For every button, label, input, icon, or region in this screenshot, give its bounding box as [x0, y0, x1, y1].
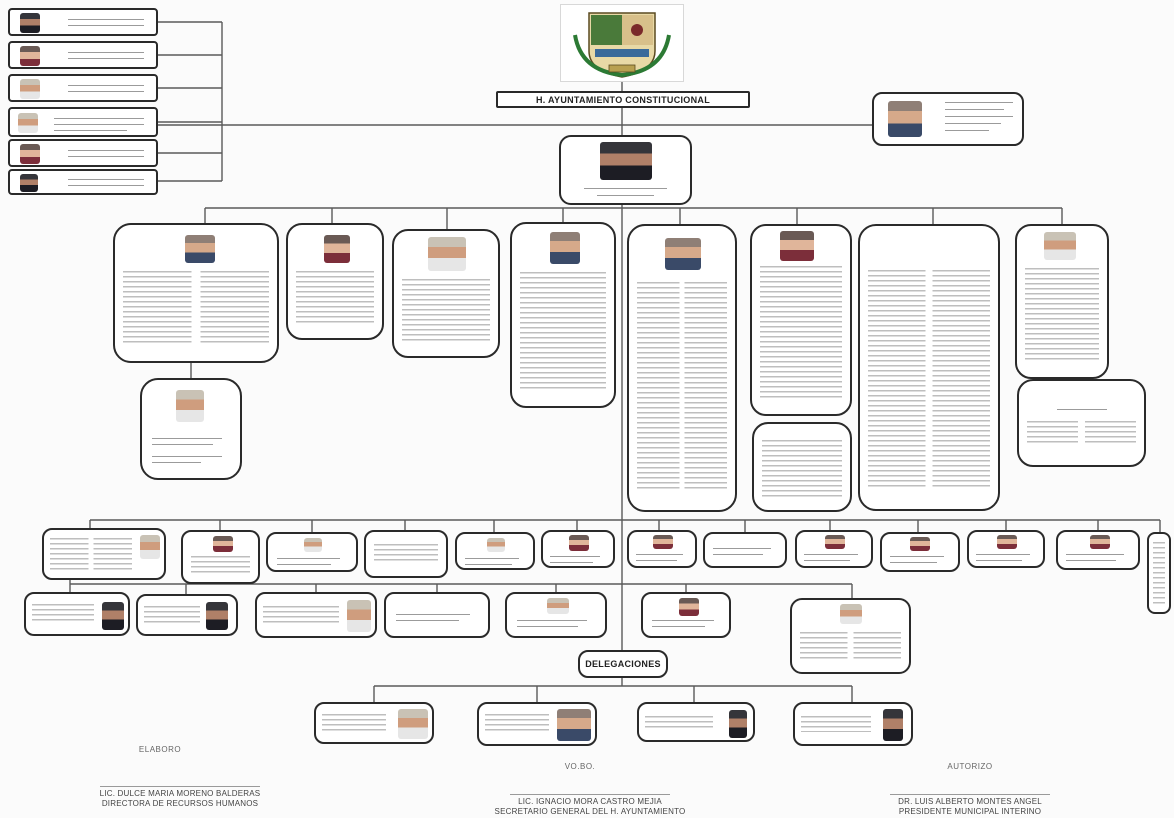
director-photo — [1044, 232, 1076, 260]
unit-photo — [825, 535, 845, 549]
unit-card — [1147, 532, 1171, 614]
unit-photo — [304, 538, 322, 552]
signature-heading: ELABORO — [138, 745, 182, 754]
delegate-photo — [557, 709, 591, 741]
delegate-photo — [729, 710, 747, 738]
director-photo — [324, 235, 350, 263]
unit-card — [1056, 530, 1140, 570]
councillor-photo — [18, 113, 38, 133]
signature-name: DR. LUIS ALBERTO MONTES ANGEL — [898, 797, 1042, 806]
councillor-card — [8, 139, 158, 167]
director-card — [627, 224, 737, 512]
director-card — [858, 224, 1000, 511]
unit-card — [703, 532, 787, 568]
council-title-bar: H. AYUNTAMIENTO CONSTITUCIONAL — [496, 91, 750, 108]
signature-heading: AUTORIZO — [947, 762, 993, 771]
councillor-photo — [20, 13, 40, 33]
subunit-card — [790, 598, 911, 674]
unit-photo — [910, 537, 930, 551]
delegate-photo — [398, 709, 428, 739]
signature-name: LIC. DULCE MARIA MORENO BALDERAS — [99, 789, 261, 798]
director-card — [140, 378, 242, 480]
delegations-bar: DELEGACIONES — [578, 650, 668, 678]
subunit-photo — [679, 598, 699, 616]
delegation-card — [314, 702, 434, 744]
subunit-photo — [840, 604, 862, 624]
unit-card — [42, 528, 166, 580]
director-photo — [665, 238, 701, 270]
director-photo — [428, 237, 466, 271]
signature-role: PRESIDENTE MUNICIPAL INTERINO — [898, 807, 1042, 816]
councillor-photo — [20, 79, 40, 99]
director-photo — [550, 232, 580, 264]
unit-photo — [487, 538, 505, 552]
director-photo — [176, 390, 204, 422]
subunit-photo — [102, 602, 124, 630]
director-card — [750, 224, 852, 416]
delegations-text: DELEGACIONES — [585, 659, 661, 669]
signature-role: DIRECTORA DE RECURSOS HUMANOS — [101, 799, 259, 808]
councillor-photo — [20, 174, 38, 192]
subunit-photo — [547, 598, 569, 614]
unit-card — [795, 530, 873, 568]
unit-photo — [1090, 535, 1110, 549]
subunit-card — [255, 592, 377, 638]
trustee-card — [872, 92, 1024, 146]
subunit-card — [136, 594, 238, 636]
council-title-text: H. AYUNTAMIENTO CONSTITUCIONAL — [535, 95, 710, 105]
coat-of-arms-logo — [560, 4, 684, 82]
director-card — [752, 422, 852, 512]
unit-photo — [140, 535, 160, 559]
director-card — [113, 223, 279, 363]
councillor-card — [8, 41, 158, 69]
director-photo — [185, 235, 215, 263]
subunit-photo — [206, 602, 228, 630]
subunit-card — [24, 592, 130, 636]
shield-emblem-icon — [573, 12, 671, 78]
subunit-photo — [347, 600, 371, 632]
director-photo — [780, 231, 814, 261]
director-card — [1015, 224, 1109, 379]
delegation-card — [793, 702, 913, 746]
mayor-photo — [600, 142, 652, 180]
delegate-photo — [883, 709, 903, 741]
unit-photo — [653, 535, 673, 549]
signature-heading: VO.BO. — [564, 762, 596, 771]
signature-line — [510, 794, 670, 795]
unit-card — [455, 532, 535, 570]
unit-card — [880, 532, 960, 572]
councillor-card — [8, 107, 158, 137]
director-card — [1017, 379, 1146, 467]
unit-card — [266, 532, 358, 572]
delegation-card — [637, 702, 755, 742]
mayor-card — [559, 135, 692, 205]
signature-line — [100, 786, 260, 787]
councillor-card — [8, 74, 158, 102]
trustee-photo — [888, 101, 922, 137]
councillor-card — [8, 169, 158, 195]
councillor-photo — [20, 46, 40, 66]
councillor-photo — [20, 144, 40, 164]
subunit-card — [384, 592, 490, 638]
unit-card — [627, 530, 697, 568]
director-card — [286, 223, 384, 340]
subunit-card — [505, 592, 607, 638]
signature-role: SECRETARIO GENERAL DEL H. AYUNTAMIENTO — [494, 807, 686, 816]
unit-card — [181, 530, 260, 584]
unit-card — [967, 530, 1045, 568]
unit-card — [364, 530, 448, 578]
unit-photo — [569, 535, 589, 551]
unit-photo — [997, 535, 1017, 549]
unit-photo — [213, 536, 233, 552]
director-card — [510, 222, 616, 408]
councillor-card — [8, 8, 158, 36]
signature-line — [890, 794, 1050, 795]
delegation-card — [477, 702, 597, 746]
unit-card — [541, 530, 615, 568]
signature-name: LIC. IGNACIO MORA CASTRO MEJIA — [518, 797, 662, 806]
director-card — [392, 229, 500, 358]
subunit-card — [641, 592, 731, 638]
